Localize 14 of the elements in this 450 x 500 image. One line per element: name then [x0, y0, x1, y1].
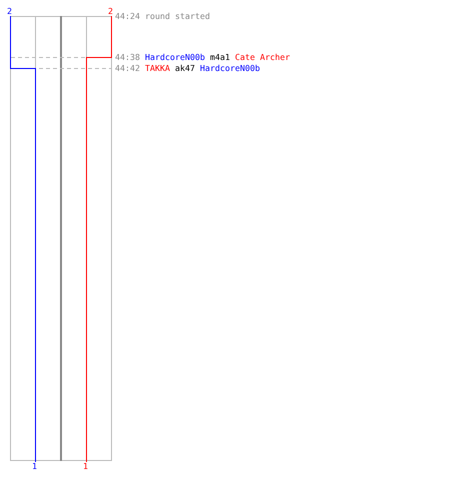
player-name: HardcoreN00b: [200, 63, 260, 73]
player-name: HardcoreN00b: [145, 52, 205, 62]
team-count: 1: [32, 461, 37, 471]
player-name: TAKKA: [145, 63, 170, 73]
team-count: 2: [108, 6, 113, 16]
player-name: Cate Archer: [235, 52, 290, 62]
team-count: 2: [7, 6, 12, 16]
weapon-name: ak47: [175, 63, 195, 73]
event-text: round started: [145, 11, 210, 21]
timestamp: 44:42: [115, 63, 140, 73]
timestamp: 44:38: [115, 52, 140, 62]
weapon-name: m4a1: [210, 52, 230, 62]
team-count: 1: [83, 461, 88, 471]
timestamp: 44:24: [115, 11, 140, 21]
